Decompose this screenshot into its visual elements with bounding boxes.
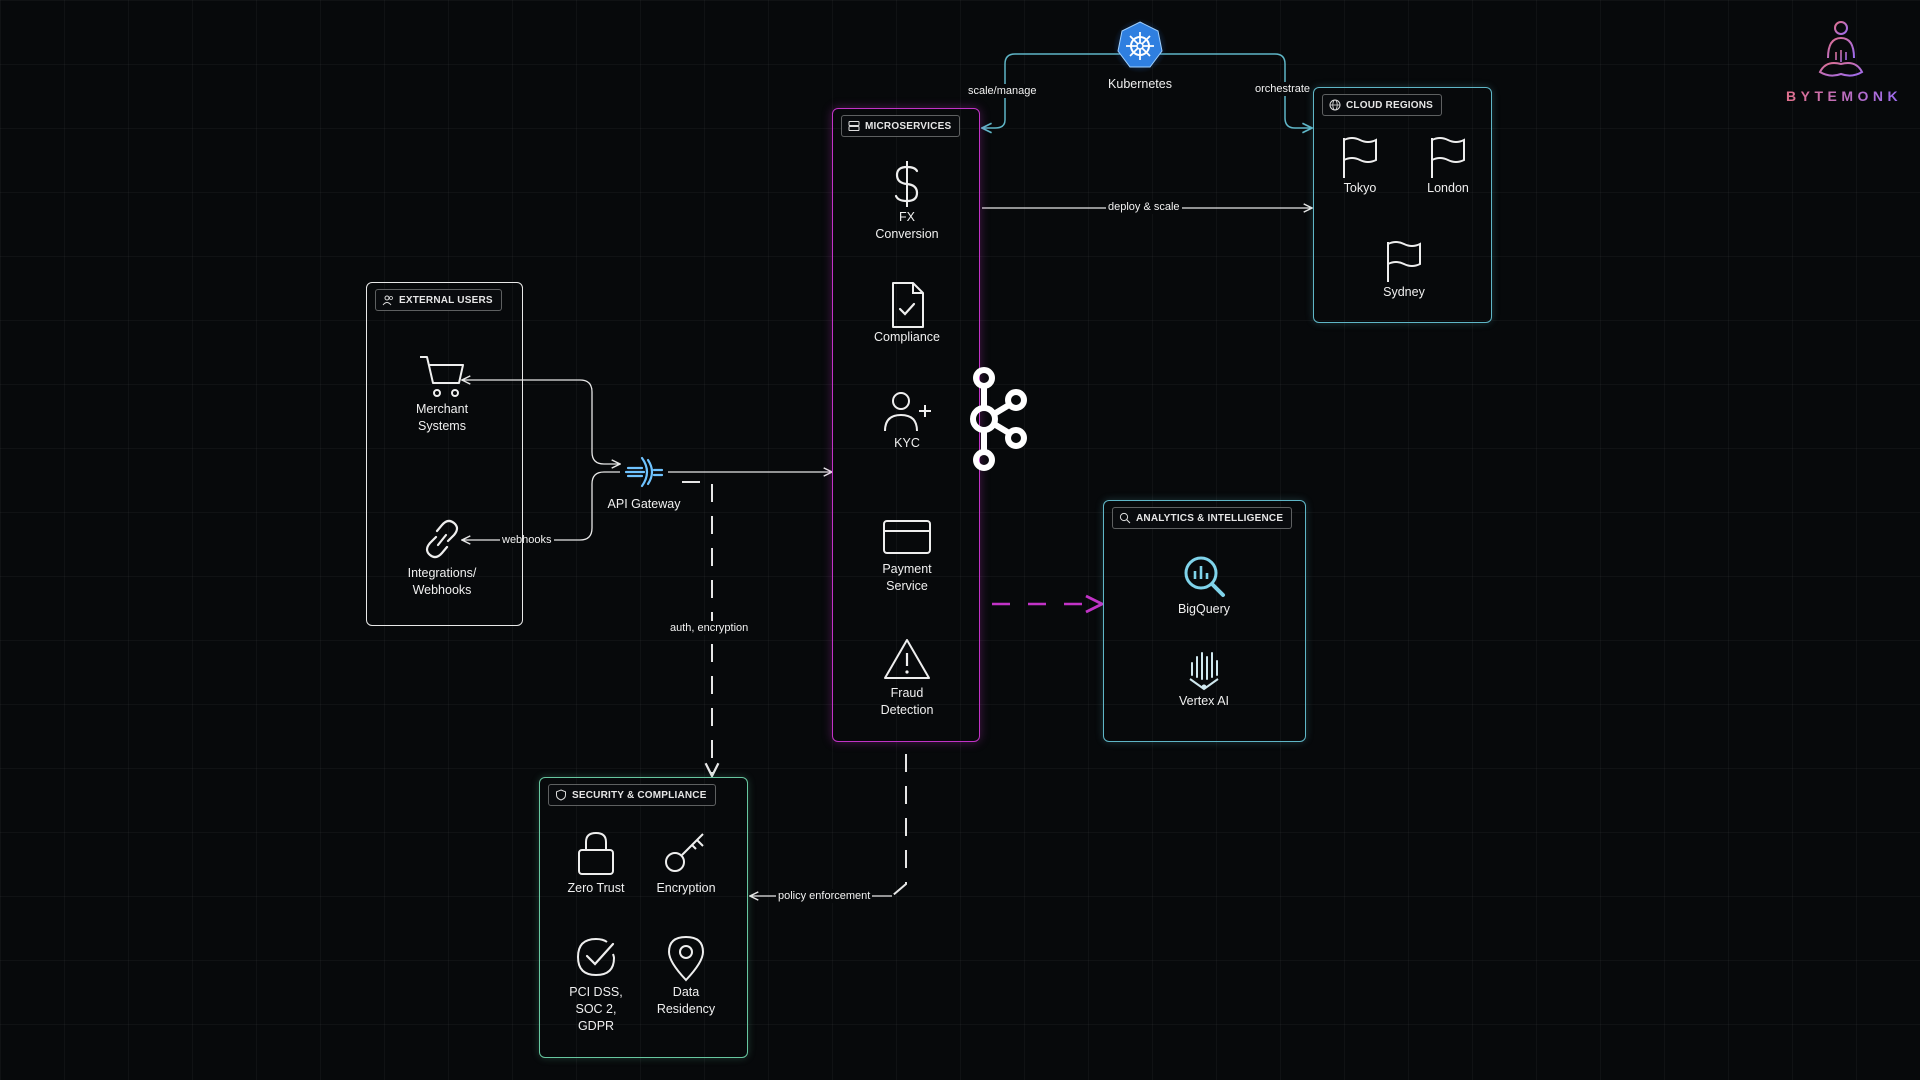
integrations-node[interactable]: Integrations/ Webhooks bbox=[387, 517, 497, 599]
kafka-icon bbox=[970, 367, 1027, 471]
edge-label-scale-manage: scale/manage bbox=[966, 84, 1039, 98]
zero-trust-label: Zero Trust bbox=[567, 881, 625, 895]
lock-icon bbox=[578, 831, 614, 875]
flag-icon bbox=[1431, 137, 1465, 178]
cloud-regions-title: CLOUD REGIONS bbox=[1322, 94, 1443, 116]
api-gateway-label: API Gateway bbox=[607, 497, 681, 511]
vertex-ai-node[interactable]: Vertex AI bbox=[1144, 649, 1264, 710]
vertex-ai-icon bbox=[1189, 652, 1219, 691]
bigquery-label: BigQuery bbox=[1177, 602, 1231, 616]
flag-icon bbox=[1343, 137, 1377, 178]
edge-label-deploy-scale: deploy & scale bbox=[1106, 200, 1182, 214]
map-pin-icon bbox=[667, 935, 705, 982]
region-sydney[interactable]: Sydney bbox=[1374, 240, 1434, 301]
kafka-node[interactable] bbox=[962, 364, 1032, 474]
payment-service-label: Payment Service bbox=[882, 562, 932, 593]
kyc-node[interactable]: KYC bbox=[847, 391, 967, 452]
external-users-title: EXTERNAL USERS bbox=[375, 289, 502, 311]
pci-dss-label: PCI DSS, SOC 2, GDPR bbox=[569, 985, 623, 1033]
check-circle-icon bbox=[576, 937, 616, 977]
data-residency-node[interactable]: Data Residency bbox=[646, 934, 726, 1018]
integrations-label: Integrations/ Webhooks bbox=[407, 566, 477, 597]
kubernetes-helm-icon bbox=[1113, 19, 1167, 73]
fraud-detection-label: Fraud Detection bbox=[880, 686, 934, 717]
users-icon bbox=[382, 295, 393, 306]
kubernetes-label: Kubernetes bbox=[1108, 77, 1172, 91]
external-users-panel: EXTERNAL USERS Merchant Systems Integrat… bbox=[366, 282, 523, 626]
edge-policy-enforcement bbox=[891, 754, 907, 897]
region-sydney-label: Sydney bbox=[1383, 285, 1425, 299]
globe-icon bbox=[1329, 99, 1341, 111]
search-icon bbox=[1119, 512, 1131, 524]
brand-name: BYTEMONK bbox=[1786, 88, 1903, 104]
cloud-regions-panel: CLOUD REGIONS Tokyo London Sydney bbox=[1313, 87, 1492, 323]
security-title: SECURITY & COMPLIANCE bbox=[548, 784, 716, 806]
fx-conversion-node[interactable]: FX Conversion bbox=[847, 159, 967, 243]
user-add-icon bbox=[884, 392, 931, 432]
document-check-icon bbox=[892, 282, 924, 328]
encryption-label: Encryption bbox=[656, 881, 716, 895]
compliance-node[interactable]: Compliance bbox=[847, 281, 967, 346]
monk-logo-icon bbox=[1818, 21, 1864, 77]
region-london-label: London bbox=[1427, 181, 1469, 195]
zero-trust-node[interactable]: Zero Trust bbox=[556, 830, 636, 897]
region-tokyo-label: Tokyo bbox=[1343, 181, 1377, 195]
encryption-node[interactable]: Encryption bbox=[646, 830, 726, 897]
credit-card-icon bbox=[883, 520, 931, 554]
edge-label-policy-enforcement: policy enforcement bbox=[776, 889, 873, 903]
microservices-title: MICROSERVICES bbox=[841, 115, 961, 137]
bigquery-node[interactable]: BigQuery bbox=[1144, 553, 1264, 618]
region-london[interactable]: London bbox=[1418, 136, 1478, 197]
security-panel: SECURITY & COMPLIANCE Zero Trust Encrypt… bbox=[539, 777, 748, 1058]
fraud-detection-node[interactable]: Fraud Detection bbox=[847, 637, 967, 719]
bigquery-icon bbox=[1184, 556, 1225, 597]
payment-service-node[interactable]: Payment Service bbox=[847, 517, 967, 595]
flag-icon bbox=[1387, 241, 1421, 282]
key-icon bbox=[665, 833, 704, 872]
merchant-systems-node[interactable]: Merchant Systems bbox=[387, 353, 497, 435]
api-gateway-node[interactable]: API Gateway bbox=[596, 450, 692, 513]
edge-label-webhooks: webhooks bbox=[500, 533, 554, 547]
warning-icon bbox=[884, 639, 930, 679]
compliance-label: Compliance bbox=[873, 330, 940, 344]
edge-label-orchestrate: orchestrate bbox=[1253, 82, 1313, 96]
microservices-panel: MICROSERVICES FX Conversion Compliance K… bbox=[832, 108, 980, 742]
merchant-systems-label: Merchant Systems bbox=[415, 402, 469, 433]
api-gateway-icon bbox=[624, 456, 664, 488]
brand-logo bbox=[1816, 18, 1866, 84]
vertex-ai-label: Vertex AI bbox=[1178, 694, 1230, 708]
kyc-label: KYC bbox=[894, 436, 920, 450]
dollar-icon bbox=[894, 161, 919, 207]
shield-icon bbox=[556, 789, 566, 801]
server-icon bbox=[848, 121, 860, 131]
fx-conversion-label: FX Conversion bbox=[875, 210, 939, 241]
link-icon bbox=[425, 519, 459, 559]
analytics-title: ANALYTICS & INTELLIGENCE bbox=[1112, 507, 1293, 529]
region-tokyo[interactable]: Tokyo bbox=[1330, 136, 1390, 197]
pci-dss-node[interactable]: PCI DSS, SOC 2, GDPR bbox=[556, 934, 636, 1035]
kubernetes-node[interactable]: Kubernetes bbox=[1100, 18, 1180, 93]
analytics-panel: ANALYTICS & INTELLIGENCE BigQuery Vertex… bbox=[1103, 500, 1306, 742]
shopping-cart-icon bbox=[420, 356, 464, 397]
data-residency-label: Data Residency bbox=[656, 985, 716, 1016]
edge-label-auth-encryption: auth, encryption bbox=[668, 621, 751, 635]
